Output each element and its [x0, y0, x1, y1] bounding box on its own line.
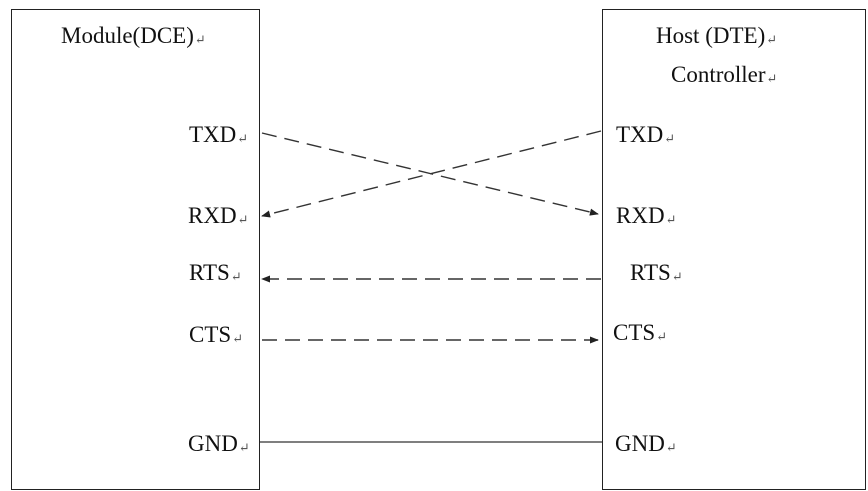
- host-pin-txd: TXD↵: [616, 122, 676, 147]
- host-dte-box: [602, 9, 866, 490]
- module-title: Module(DCE)↵: [61, 23, 206, 48]
- paragraph-mark-icon: ↵: [766, 71, 778, 86]
- host-pin-cts: CTS↵: [613, 320, 668, 345]
- module-pin-rxd: RXD↵: [188, 203, 249, 228]
- wire-host-txd-to-module-rxd: [261, 130, 602, 218]
- paragraph-mark-icon: ↵: [766, 32, 778, 47]
- wire-module-txd-to-host-rxd: [261, 132, 599, 216]
- paragraph-mark-icon: ↵: [237, 212, 249, 227]
- module-pin-gnd: GND↵: [188, 431, 250, 456]
- host-subtitle: Controller↵: [671, 62, 778, 87]
- paragraph-mark-icon: ↵: [665, 212, 677, 227]
- host-pin-gnd: GND↵: [615, 431, 677, 456]
- paragraph-mark-icon: ↵: [237, 131, 249, 146]
- paragraph-mark-icon: ↵: [232, 331, 244, 346]
- module-pin-cts: CTS↵: [189, 322, 244, 347]
- module-pin-rts: RTS↵: [189, 260, 242, 285]
- module-dce-box: [11, 9, 260, 490]
- paragraph-mark-icon: ↵: [230, 269, 242, 284]
- module-pin-txd: TXD↵: [189, 122, 249, 147]
- paragraph-mark-icon: ↵: [664, 131, 676, 146]
- host-pin-rxd: RXD↵: [616, 203, 677, 228]
- host-title: Host (DTE)↵: [656, 23, 778, 48]
- host-pin-rts: RTS↵: [630, 260, 683, 285]
- paragraph-mark-icon: ↵: [238, 440, 250, 455]
- paragraph-mark-icon: ↵: [671, 269, 683, 284]
- paragraph-mark-icon: ↵: [656, 329, 668, 344]
- paragraph-mark-icon: ↵: [194, 32, 206, 47]
- paragraph-mark-icon: ↵: [665, 440, 677, 455]
